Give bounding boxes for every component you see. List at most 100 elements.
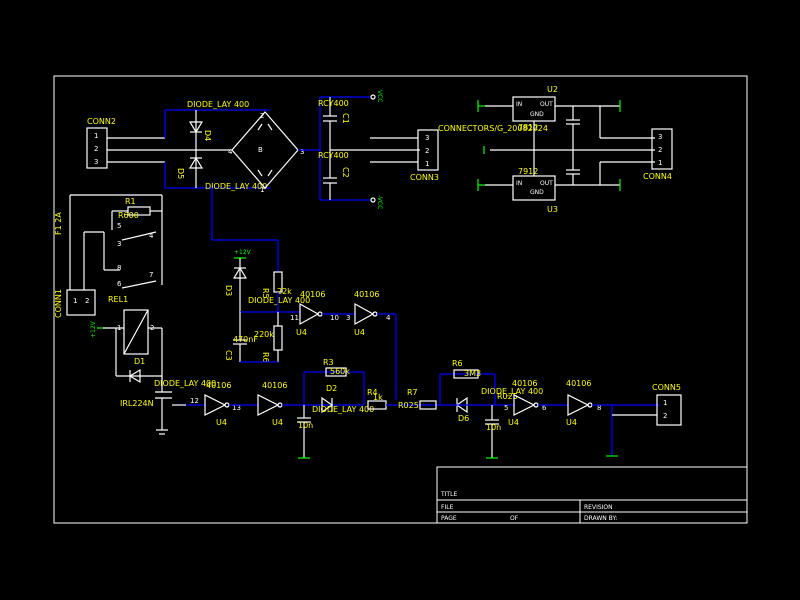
svg-text:40106: 40106 xyxy=(262,381,287,390)
relay-section: F1 2A 1 2 CONN1 R1 R600 5 3 8 6 4 7 REL1… xyxy=(54,194,186,435)
svg-text:2: 2 xyxy=(85,297,89,305)
svg-text:CONN1: CONN1 xyxy=(54,289,63,318)
svg-text:3: 3 xyxy=(346,314,350,322)
conn4: 3 2 1 CONN4 xyxy=(643,128,673,181)
title-field: TITLE xyxy=(440,491,457,498)
svg-text:3M3: 3M3 xyxy=(464,369,481,378)
svg-text:C3: C3 xyxy=(224,350,233,361)
svg-text:3: 3 xyxy=(658,133,662,141)
svg-text:D5: D5 xyxy=(176,168,185,179)
svg-text:10n: 10n xyxy=(298,421,313,430)
svg-text:8: 8 xyxy=(597,404,601,412)
svg-text:6: 6 xyxy=(117,280,122,288)
svg-text:CONN3: CONN3 xyxy=(410,173,439,182)
svg-text:2: 2 xyxy=(94,145,98,153)
svg-text:C1: C1 xyxy=(341,113,350,124)
svg-text:1: 1 xyxy=(94,132,98,140)
filter-caps: RCY400 RCY400 C1 C2 VCC -VCC xyxy=(318,90,420,209)
svg-text:R7: R7 xyxy=(407,388,418,397)
title-block: TITLE FILE PAGE OF REVISION DRAWN BY: xyxy=(436,466,748,524)
bottom-chain: DIODE_LAY 400 40106 U4 12 13 40106 U4 R3… xyxy=(154,358,660,459)
svg-text:560k: 560k xyxy=(330,367,350,376)
drawn-by-field: DRAWN BY: xyxy=(584,515,617,522)
svg-text:R6: R6 xyxy=(452,359,463,368)
svg-text:D4: D4 xyxy=(203,130,212,141)
svg-text:D6: D6 xyxy=(458,414,469,423)
svg-text:R025: R025 xyxy=(398,401,419,410)
conn2: 1 2 3 CONN2 xyxy=(86,117,230,169)
svg-text:3: 3 xyxy=(94,158,98,166)
svg-text:R025: R025 xyxy=(497,392,518,401)
svg-text:GND: GND xyxy=(530,189,544,196)
svg-text:5: 5 xyxy=(504,404,508,412)
svg-text:IN: IN xyxy=(516,180,522,187)
rectifier-section: DIODE_LAY 400 D4 D5 DIODE_LAY 400 B 4 3 … xyxy=(164,97,321,272)
svg-text:GND: GND xyxy=(530,111,544,118)
svg-text:U4: U4 xyxy=(216,418,227,427)
regulator-section: CONNECTORS/G_20082024 IN OUT GND U2 7812… xyxy=(438,85,655,214)
svg-text:10: 10 xyxy=(330,314,339,322)
svg-text:40106: 40106 xyxy=(354,290,379,299)
svg-text:3: 3 xyxy=(425,134,429,142)
svg-text:2: 2 xyxy=(663,412,667,420)
svg-text:U4: U4 xyxy=(508,418,519,427)
sheet-border xyxy=(53,75,748,524)
revision-field: REVISION xyxy=(584,504,613,511)
svg-text:DIODE_LAY 400: DIODE_LAY 400 xyxy=(481,387,543,396)
svg-text:10n: 10n xyxy=(486,423,501,432)
svg-text:OUT: OUT xyxy=(540,101,553,108)
svg-text:22k: 22k xyxy=(277,287,292,296)
svg-text:2: 2 xyxy=(425,147,429,155)
svg-text:2: 2 xyxy=(658,146,662,154)
svg-text:7812: 7812 xyxy=(518,123,538,132)
conn3: 3 2 1 CONN3 xyxy=(370,129,439,182)
svg-text:U2: U2 xyxy=(547,85,558,94)
svg-text:R3: R3 xyxy=(323,358,334,367)
oscillator-section: +12V D3 DIODE_LAY 400 R5 22k C3 470nF 22… xyxy=(224,249,397,400)
svg-text:R6: R6 xyxy=(261,352,270,363)
svg-text:CONN5: CONN5 xyxy=(652,383,681,392)
svg-text:8: 8 xyxy=(117,264,121,272)
svg-text:R1: R1 xyxy=(125,197,136,206)
svg-text:470nF: 470nF xyxy=(233,335,258,344)
svg-text:2: 2 xyxy=(260,112,264,120)
svg-text:R4: R4 xyxy=(367,388,378,397)
svg-text:D1: D1 xyxy=(134,357,145,366)
svg-text:40106: 40106 xyxy=(206,381,231,390)
svg-text:R600: R600 xyxy=(118,211,139,220)
svg-text:7: 7 xyxy=(149,271,153,279)
svg-text:40106: 40106 xyxy=(566,379,591,388)
svg-text:D2: D2 xyxy=(326,384,337,393)
svg-text:1: 1 xyxy=(425,160,429,168)
svg-text:DIODE_LAY 400: DIODE_LAY 400 xyxy=(205,182,267,191)
svg-text:DIODE_LAY 400: DIODE_LAY 400 xyxy=(187,100,249,109)
svg-text:3: 3 xyxy=(300,148,304,156)
svg-text:U4: U4 xyxy=(566,418,577,427)
file-field: FILE xyxy=(441,504,454,511)
svg-text:CONNECTORS/G_20082024: CONNECTORS/G_20082024 xyxy=(438,124,548,133)
svg-text:REL1: REL1 xyxy=(108,295,128,304)
svg-text:1: 1 xyxy=(663,399,667,407)
svg-text:-VCC: -VCC xyxy=(376,195,383,209)
svg-text:220k: 220k xyxy=(254,330,274,339)
svg-text:DIODE_LAY 400: DIODE_LAY 400 xyxy=(154,379,216,388)
svg-text:RCY400: RCY400 xyxy=(318,99,349,108)
svg-text:5: 5 xyxy=(117,222,121,230)
svg-text:OUT: OUT xyxy=(540,180,553,187)
svg-text:VCC: VCC xyxy=(376,90,383,102)
svg-text:CONN2: CONN2 xyxy=(87,117,116,126)
svg-text:IRL224N: IRL224N xyxy=(120,399,154,408)
svg-text:+12V: +12V xyxy=(90,320,97,338)
svg-text:F1 2A: F1 2A xyxy=(54,212,63,235)
svg-text:+12V: +12V xyxy=(234,249,252,256)
svg-text:3: 3 xyxy=(117,240,121,248)
svg-text:U4: U4 xyxy=(296,328,307,337)
of-field: OF xyxy=(510,515,519,522)
svg-text:D3: D3 xyxy=(224,285,233,296)
page-field: PAGE xyxy=(441,515,457,522)
svg-text:1: 1 xyxy=(260,186,264,194)
svg-text:7912: 7912 xyxy=(518,167,538,176)
svg-text:C2: C2 xyxy=(341,167,350,178)
svg-text:U4: U4 xyxy=(354,328,365,337)
svg-text:IN: IN xyxy=(516,101,522,108)
